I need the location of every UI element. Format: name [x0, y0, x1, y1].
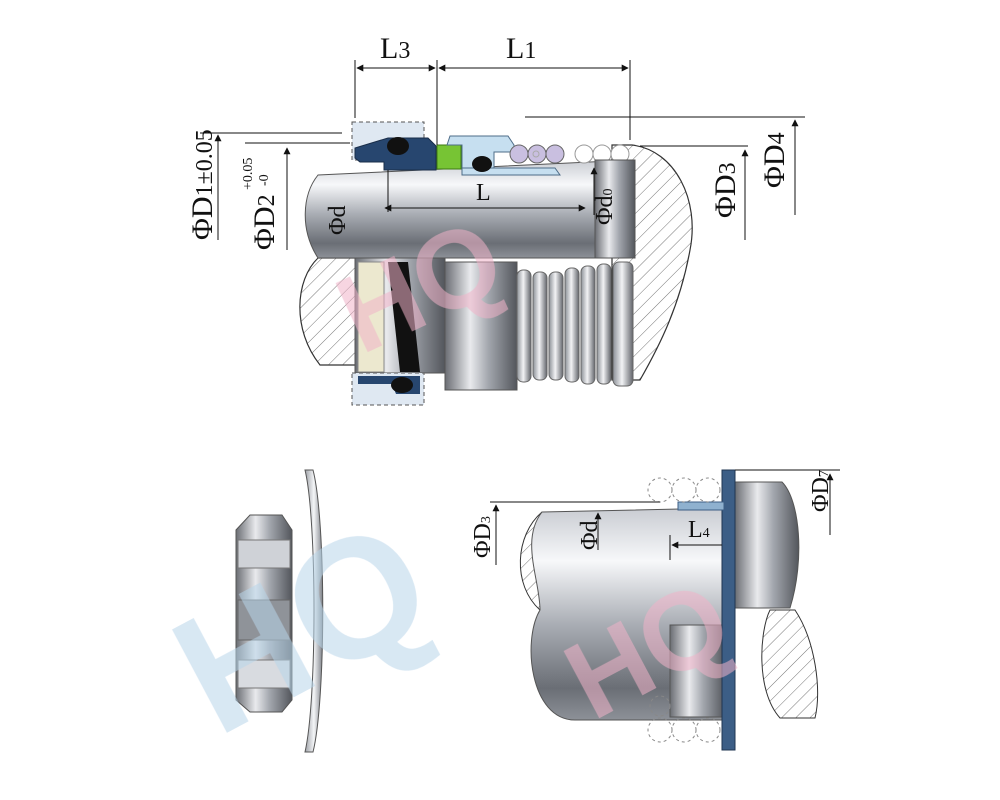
black-oring-lower	[388, 262, 420, 372]
rotary-body	[444, 261, 518, 391]
seat-oring	[387, 137, 409, 155]
bottom-dashed-spring-top	[647, 477, 721, 503]
label-L1: L1	[506, 32, 536, 65]
seal-cream-face	[357, 261, 385, 373]
bottom-assembly: ΦD3 Φd L4 ΦD7	[470, 469, 840, 751]
rotary-oring	[472, 156, 492, 172]
label-phi-D2-tol-down: -0	[257, 174, 272, 186]
hex-ring-slot-top	[237, 539, 291, 569]
oring-bottom	[391, 377, 413, 393]
hex-ring-slot-bottom	[237, 659, 291, 689]
label-phi-d0: Φd0	[592, 188, 618, 225]
bottom-hub	[669, 624, 726, 718]
label-phi-D2: ΦD2	[248, 194, 281, 250]
label-phi-d: Φd	[325, 205, 351, 235]
thin-washer	[304, 469, 324, 753]
retainer-part	[235, 469, 324, 753]
hex-ring-slot-mid	[237, 599, 291, 641]
bottom-dashed-spring-bottom	[647, 695, 721, 743]
label-phi-D7: ΦD7	[808, 470, 834, 512]
label-L4: L4	[688, 517, 710, 543]
shaft-end-hatch-left	[299, 257, 361, 366]
bottom-housing-hatch-right	[761, 609, 819, 719]
label-phi-D4: ΦD4	[758, 132, 791, 188]
shaft-collar	[594, 159, 636, 259]
watermark-bottom-left: HQ	[145, 483, 459, 770]
bottom-washer-tab	[677, 501, 725, 511]
label-L: L	[476, 180, 491, 206]
label-phi-D2-tol-up: +0.05	[241, 158, 256, 190]
bottom-dimensions	[490, 469, 840, 565]
top-assembly: L3 L1 L Φd Φd0 ΦD3 ΦD4 ΦD1±0.05 ΦD2 +0.0…	[186, 32, 805, 406]
rotary-face	[446, 135, 515, 173]
label-phi-D1: ΦD1±0.05	[186, 129, 219, 240]
green-seal-ring	[436, 144, 462, 170]
bottom-washer-blue	[721, 469, 736, 751]
lower-spring	[516, 261, 634, 387]
label-L3: L3	[380, 32, 410, 65]
label-phi-D3-bottom: ΦD3	[470, 516, 496, 558]
label-phi-d-bottom: Φd	[577, 520, 603, 550]
top-dimensions	[200, 60, 805, 250]
upper-spring	[509, 144, 630, 164]
bottom-collar	[734, 481, 800, 609]
label-phi-D3: ΦD3	[709, 162, 742, 218]
